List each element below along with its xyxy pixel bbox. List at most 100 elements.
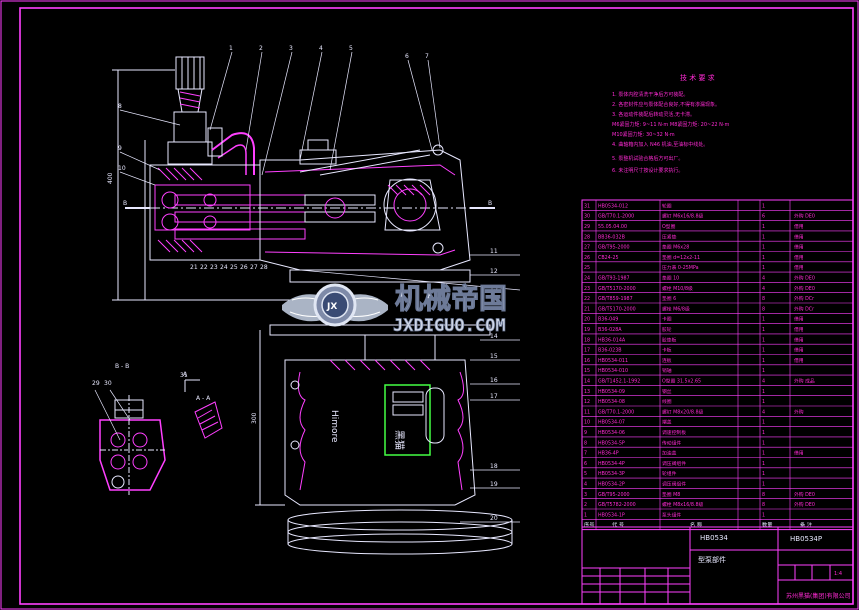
parts-cell: GB/T5170-2000 bbox=[598, 286, 636, 292]
parts-cell: GB/T5782-2000 bbox=[598, 502, 636, 508]
tech-title: 技 术 要 求 bbox=[680, 73, 715, 82]
parts-cell: 13 bbox=[584, 389, 590, 395]
parts-cell: O型圈 31.5x2.65 bbox=[662, 378, 701, 385]
parts-cell: 4 bbox=[762, 276, 765, 282]
brand-name-cn: 黑猫 bbox=[393, 430, 406, 450]
parts-cell: 胶垫板 bbox=[662, 336, 677, 343]
parts-cell: 25 bbox=[584, 265, 590, 271]
parts-cell: 21 bbox=[584, 306, 590, 312]
parts-cell: CB24-25 bbox=[598, 255, 619, 261]
parts-cell: 借用 bbox=[794, 254, 804, 261]
parts-cell: 线圈 bbox=[662, 398, 672, 405]
parts-cell: 1 bbox=[762, 317, 765, 323]
callout-13: 13 bbox=[490, 285, 498, 292]
parts-cell: 20 bbox=[584, 317, 590, 323]
parts-cell: HB36-014A bbox=[598, 337, 626, 343]
parts-cell: 8 bbox=[762, 296, 765, 302]
callout-4: 4 bbox=[319, 45, 323, 52]
parts-cell: HB0534-4P bbox=[598, 461, 625, 467]
label-section-aa: A - A bbox=[196, 395, 211, 402]
parts-cell: 1 bbox=[762, 337, 765, 343]
parts-cell: B36-023B bbox=[598, 348, 622, 354]
detail-section-bb bbox=[94, 389, 166, 495]
parts-cell: 销轴 bbox=[662, 367, 672, 374]
parts-cell: 轮组件 bbox=[662, 470, 677, 477]
parts-cell: 借用 bbox=[794, 244, 804, 251]
parts-cell: 8 bbox=[762, 492, 765, 498]
technical-requirements: 技 术 要 求 1. 泵体内腔清洗干净后方可装配。 2. 各密封件应与泵体配合良… bbox=[612, 73, 729, 174]
parts-cell: 借用 bbox=[794, 233, 804, 240]
parts-cell: 22 bbox=[584, 296, 590, 302]
parts-cell: 1 bbox=[762, 512, 765, 518]
callout-12: 12 bbox=[490, 268, 498, 275]
tech-line-7: 5. 泵整机试验合格后方可出厂。 bbox=[612, 155, 683, 162]
parts-cell: 外购 DE0 bbox=[794, 491, 815, 498]
parts-cell: GB/T859-1987 bbox=[598, 296, 633, 302]
parts-cell: 借用 bbox=[794, 336, 804, 343]
dim-left: 400 bbox=[107, 172, 114, 184]
parts-cell: GB/T93-1987 bbox=[598, 276, 630, 282]
title-code: HB0534 bbox=[700, 534, 728, 542]
parts-cell: 借用 bbox=[794, 264, 804, 271]
parts-cell: 卡板 bbox=[662, 347, 672, 354]
tech-line-4: M6紧固力矩: 9~11 N·m M8紧固力矩: 20~22 N·m bbox=[612, 121, 729, 128]
parts-cell: 4 bbox=[762, 379, 765, 385]
callout-30: 30 bbox=[104, 380, 112, 387]
tech-line-3: 3. 各运动件装配后转动灵活,无卡滞。 bbox=[612, 111, 695, 118]
parts-cell: 8 bbox=[762, 306, 765, 312]
callout-31: 31 bbox=[180, 372, 188, 379]
parts-cell: GB/T1452.1-1992 bbox=[598, 379, 640, 385]
parts-cell: 借用 bbox=[794, 316, 804, 323]
label-a-mark: A bbox=[183, 371, 188, 378]
parts-cell: HB0534-010 bbox=[598, 368, 628, 374]
callout-3: 3 bbox=[289, 45, 293, 52]
parts-cell: 借用 bbox=[794, 347, 804, 354]
parts-cell: 23 bbox=[584, 286, 590, 292]
parts-cell: BB36-032B bbox=[598, 234, 625, 240]
parts-cell: 5 bbox=[584, 471, 587, 477]
parts-cell: 1 bbox=[762, 203, 765, 209]
parts-cell: 螺栓 M10/8级 bbox=[662, 285, 693, 292]
parts-cell: HB0534-5P bbox=[598, 440, 625, 446]
parts-cell: O型圈 bbox=[662, 223, 676, 230]
callout-numbers: 1 2 3 4 5 6 7 8 9 10 11 12 13 14 15 16 1… bbox=[92, 45, 498, 522]
label-b-right: B bbox=[488, 200, 492, 207]
callout-14: 14 bbox=[490, 333, 498, 340]
parts-cell: 1 bbox=[762, 451, 765, 457]
callout-1: 1 bbox=[229, 45, 233, 52]
parts-cell: 11 bbox=[584, 409, 590, 415]
parts-cell: 29 bbox=[584, 224, 590, 230]
title-block bbox=[581, 526, 854, 605]
tech-line-8: 6. 未注明尺寸按设计要求执行。 bbox=[612, 167, 683, 174]
parts-cell: 17 bbox=[584, 348, 590, 354]
parts-header-cell: 名 称 bbox=[690, 521, 702, 529]
callout-26: 26 bbox=[240, 264, 248, 271]
parts-cell: 垫圈 d=12x2-11 bbox=[662, 254, 700, 261]
parts-cell: 1 bbox=[584, 512, 587, 518]
parts-cell: GB/T70.1-2000 bbox=[598, 214, 634, 220]
parts-cell: 1 bbox=[762, 265, 765, 271]
parts-cell: 4 bbox=[584, 482, 587, 488]
parts-cell: 1 bbox=[762, 327, 765, 333]
parts-cell: 26 bbox=[584, 255, 590, 261]
parts-cell: 30 bbox=[584, 214, 590, 220]
callout-10: 10 bbox=[118, 165, 126, 172]
callout-19: 19 bbox=[490, 481, 498, 488]
parts-cell: 14 bbox=[584, 379, 590, 385]
parts-cell: 10 bbox=[584, 420, 590, 426]
callout-16: 16 bbox=[490, 377, 498, 384]
parts-header-cell: 序号 bbox=[584, 521, 594, 529]
pump-side-section bbox=[112, 56, 495, 301]
parts-cell: HB0534-06 bbox=[598, 430, 625, 436]
parts-cell: 传动组件 bbox=[662, 439, 681, 446]
parts-cell: 连板 bbox=[662, 357, 672, 364]
parts-cell: 垫圈 M8 bbox=[662, 491, 680, 498]
callout-27: 27 bbox=[250, 264, 258, 271]
parts-cell: HB0534-3P bbox=[598, 471, 625, 477]
callout-7: 7 bbox=[425, 53, 429, 60]
callout-20: 20 bbox=[490, 515, 498, 522]
title-company: 苏州黑猫(集团)有限公司 bbox=[786, 592, 851, 600]
parts-cell: 4 bbox=[762, 286, 765, 292]
parts-cell: 1 bbox=[762, 255, 765, 261]
callout-2: 2 bbox=[259, 45, 263, 52]
